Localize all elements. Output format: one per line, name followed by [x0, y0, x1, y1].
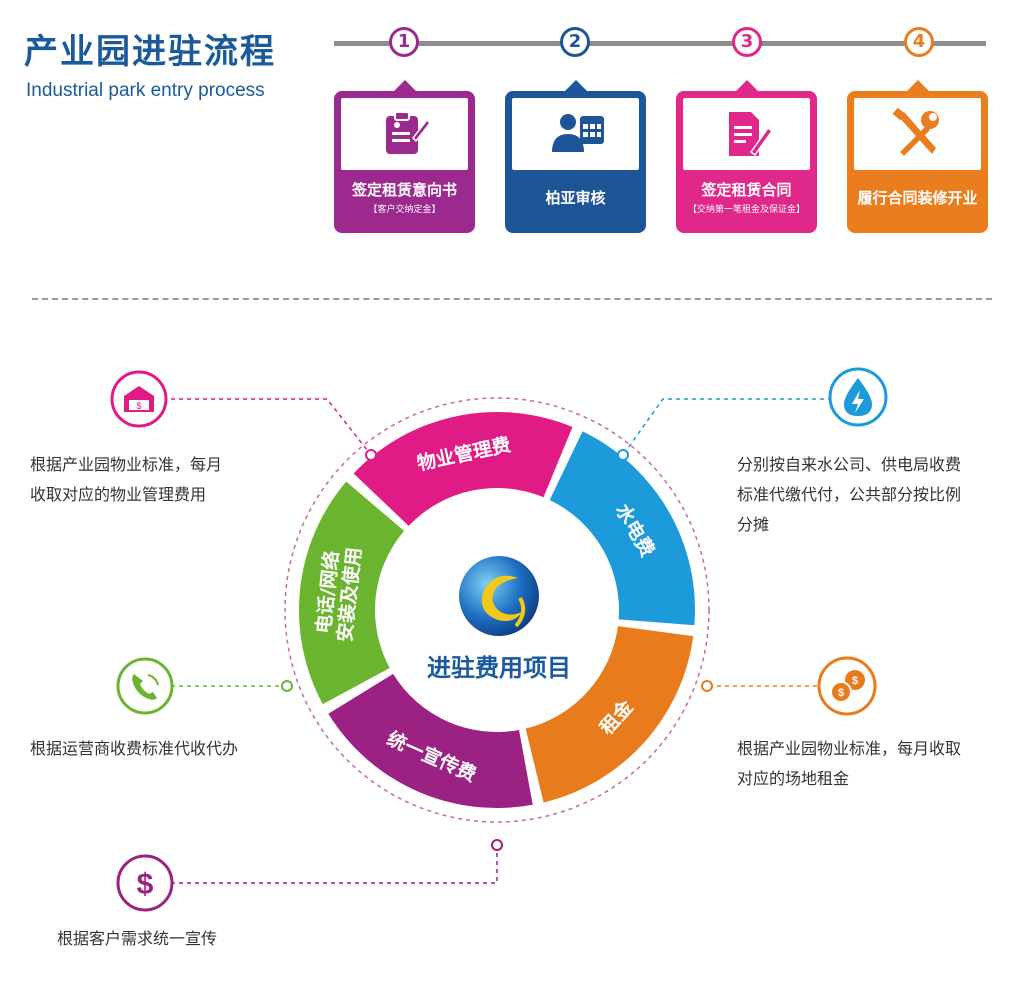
center-label: 进驻费用项目 — [427, 654, 571, 682]
svg-text:$: $ — [852, 675, 858, 687]
step-4-number: 4 — [904, 27, 934, 57]
property-desc-line: 收取对应的物业管理费用 — [30, 485, 207, 504]
step-card-4: 履行合同装修开业 — [847, 80, 988, 233]
segment-rent — [525, 626, 694, 803]
step-card-1: 签定租赁意向书 【客户交纳定金】 — [334, 80, 475, 233]
utilities-fee-description: 分别按自来水公司、供电局收费 标准代缴代付，公共部分按比例 分摊 — [737, 450, 961, 540]
rent-desc-line: 根据产业园物业标准，每月收取 — [737, 739, 962, 758]
step-2-label: 柏亚审核 — [545, 189, 606, 207]
page-title: 产业园进驻流程 — [24, 32, 276, 72]
telecom-description: 根据运营商收费标准代收代办 — [30, 734, 238, 764]
water-drop-bolt-icon — [828, 367, 888, 427]
svg-text:$: $ — [136, 401, 141, 411]
step-1-note: 【客户交纳定金】 — [368, 205, 441, 215]
segment-promotion — [328, 673, 533, 808]
step-3-note: 【交纳第一笔租金及保证金】 — [687, 205, 805, 215]
globe-logo-icon — [459, 556, 539, 636]
segment-utilities — [549, 431, 695, 626]
dollar-icon: $ — [116, 854, 174, 912]
step-1-label: 签定租赁意向书 — [351, 181, 457, 199]
property-fee-description: 根据产业园物业标准，每月 收取对应的物业管理费用 — [30, 450, 222, 510]
document-pen-icon — [729, 112, 773, 157]
step-3-label: 签定租赁合同 — [701, 181, 792, 199]
property-desc-line: 根据产业园物业标准，每月 — [30, 455, 223, 474]
reviewer-calendar-icon — [552, 114, 604, 152]
wrench-screwdriver-icon — [892, 108, 939, 156]
telecom-desc-line: 根据运营商收费标准代收代办 — [30, 739, 239, 758]
segment-property-fee — [353, 411, 573, 526]
rent-description: 根据产业园物业标准，每月收取 对应的场地租金 — [737, 734, 961, 794]
step-card-3: 签定租赁合同 【交纳第一笔租金及保证金】 — [676, 80, 817, 233]
utilities-desc-line: 分别按自来水公司、供电局收费 — [737, 455, 962, 474]
process-timeline — [334, 41, 986, 46]
warehouse-icon: $ — [110, 370, 168, 428]
segment-telecom — [299, 481, 405, 705]
phone-icon — [116, 657, 174, 715]
step-3-number: 3 — [732, 27, 762, 57]
step-2-number: 2 — [560, 27, 590, 57]
section-divider — [32, 298, 992, 300]
step-4-label: 履行合同装修开业 — [857, 189, 978, 207]
contract-pen-icon — [386, 111, 431, 154]
step-card-2: 柏亚审核 — [505, 80, 646, 233]
utilities-desc-line: 分摊 — [737, 515, 770, 534]
svg-text:$: $ — [137, 868, 154, 901]
coins-dollar-icon: $ $ — [817, 656, 877, 716]
step-1-number: 1 — [389, 27, 419, 57]
rent-desc-line: 对应的场地租金 — [737, 769, 850, 788]
page-subtitle: Industrial park entry process — [26, 80, 265, 101]
utilities-desc-line: 标准代缴代付，公共部分按比例 — [737, 485, 962, 504]
svg-text:$: $ — [838, 687, 844, 699]
promotion-description: 根据客户需求统一宣传 — [57, 924, 217, 954]
promotion-desc-line: 根据客户需求统一宣传 — [57, 929, 218, 948]
